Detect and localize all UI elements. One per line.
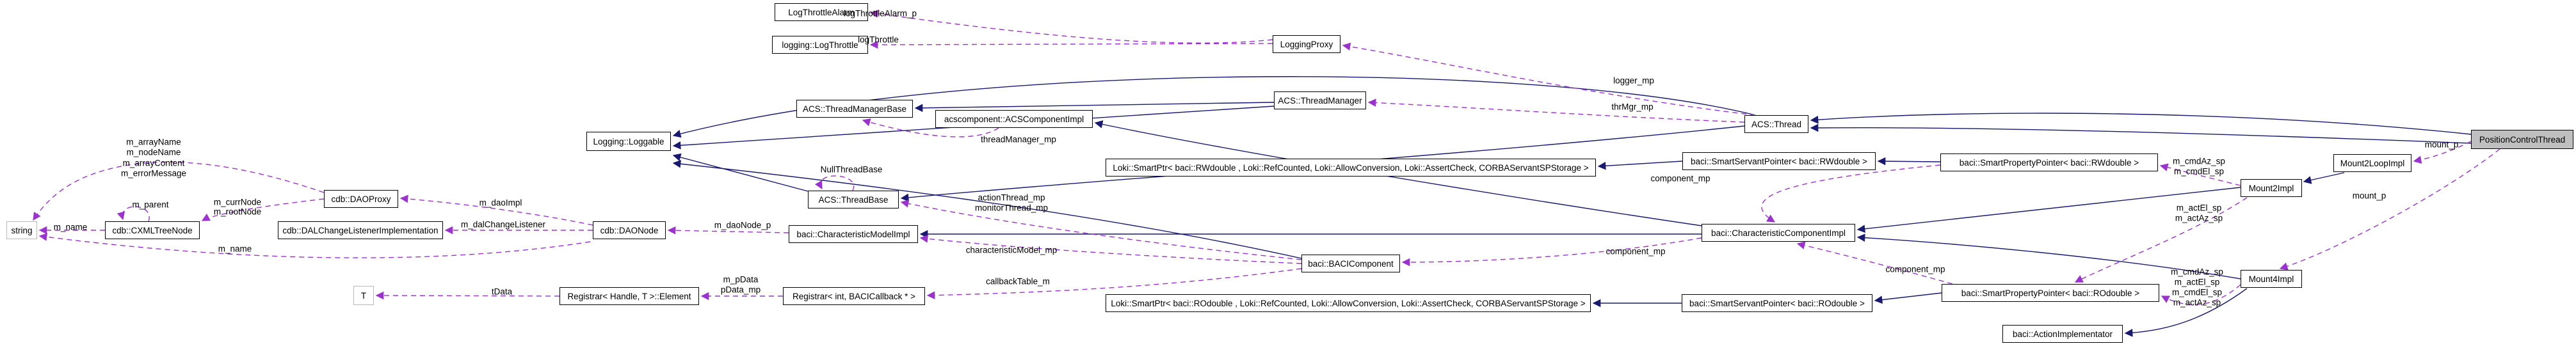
edge-acscomponentimpl-to-threadmanagerbase (862, 118, 999, 138)
class-node-ssp-rw[interactable]: baci::SmartServantPointer< baci::RWdoubl… (1682, 152, 1876, 170)
class-node-mount2loopimpl[interactable]: Mount2LoopImpl (2333, 154, 2411, 172)
class-node-actionimplementator[interactable]: baci::ActionImplementator (2002, 325, 2123, 343)
class-node-acscomponentimpl[interactable]: acscomponent::ACSComponentImpl (935, 110, 1093, 128)
edge-daoproxy-to-cxmltreenode (201, 198, 325, 221)
edge-mount2impl-to-characteristiccomponentimpl (1856, 187, 2241, 233)
class-node-characteristicmodelimpl[interactable]: baci::CharacteristicModelImpl (789, 225, 918, 243)
class-node-daoproxy[interactable]: cdb::DAOProxy (324, 190, 398, 208)
class-node-loggable[interactable]: Logging::Loggable (586, 132, 671, 151)
edge-spp-ro-to-characteristiccomponentimpl (1796, 241, 1953, 285)
class-node-t[interactable]: T (353, 286, 374, 305)
class-node-threadmanager[interactable]: ACS::ThreadManager (1274, 91, 1366, 109)
class-node-acsthread[interactable]: ACS::Thread (1744, 115, 1808, 133)
edge-bacicomponent-to-registrar-bacicallback (926, 268, 1302, 299)
edge-bacicomponent-to-loggable (672, 159, 1302, 259)
edge-threadbase-to-threadbase (815, 175, 855, 191)
class-node-registrar-bacicallback[interactable]: Registrar< int, BACICallback * > (783, 287, 925, 305)
edge-daoproxy-to-string (33, 161, 325, 221)
class-node-bacicomponent[interactable]: baci::BACIComponent (1301, 255, 1400, 272)
edge-threadbase-to-loggable (672, 153, 809, 192)
edge-mount2impl-to-spp-ro (2074, 197, 2248, 283)
class-node-loki-ro[interactable]: Loki::SmartPtr< baci::ROdouble , Loki::R… (1106, 294, 1591, 312)
edge-acsthread-to-threadmanager (1367, 98, 1745, 123)
edge-cxmltreenode-to-cxmltreenode (117, 206, 150, 222)
class-node-cxmltreenode[interactable]: cdb::CXMLTreeNode (105, 221, 200, 239)
class-node-logthrottle[interactable]: logging::LogThrottle (772, 36, 868, 54)
edge-loggingproxy-to-logthrottlealarm (869, 10, 1273, 43)
edge-bacicomponent-to-threadbase (900, 200, 1302, 260)
class-node-ssp-ro[interactable]: baci::SmartServantPointer< baci::ROdoubl… (1682, 294, 1872, 312)
edge-characteristicmodelimpl-to-daonode (667, 226, 789, 235)
class-node-characteristiccomponentimpl[interactable]: baci::CharacteristicComponentImpl (1702, 224, 1855, 242)
edge-daonode-to-daoproxy (399, 194, 593, 226)
class-node-registrar-element[interactable]: Registrar< Handle, T >::Element (559, 287, 699, 305)
class-node-loki-rw[interactable]: Loki::SmartPtr< baci::RWdouble , Loki::R… (1106, 159, 1596, 177)
edge-positioncontrolthread-to-mount2loopimpl (2413, 141, 2472, 164)
class-node-spp-ro[interactable]: baci::SmartPropertyPointer< baci::ROdoub… (1942, 284, 2159, 302)
edge-mount4impl-to-actionimplementator (2124, 288, 2248, 337)
edge-registrar-element-to-t (375, 291, 560, 300)
edge-spp-rw-to-ssp-rw (1877, 157, 1941, 166)
class-node-threadbase[interactable]: ACS::ThreadBase (808, 191, 899, 208)
class-node-spp-rw[interactable]: baci::SmartPropertyPointer< baci::RWdoub… (1940, 153, 2158, 171)
class-node-mount2impl[interactable]: Mount2Impl (2241, 179, 2302, 197)
edge-positioncontrolthread-to-acsthread (1810, 113, 2472, 135)
class-node-loggingproxy[interactable]: LoggingProxy (1273, 35, 1340, 53)
edge-positioncontrolthread-to-acsthread (1810, 123, 2472, 144)
edge-mount2impl-to-spp-rw (2159, 163, 2241, 186)
class-node-dalchangelistener[interactable]: cdb::DALChangeListenerImplementation (278, 221, 443, 239)
class-node-threadmanagerbase[interactable]: ACS::ThreadManagerBase (796, 100, 913, 118)
edge-loggingproxy-to-logthrottle (869, 40, 1273, 49)
edge-spp-rw-to-characteristiccomponentimpl (1761, 164, 1941, 223)
edge-mount4impl-to-characteristiccomponentimpl (1856, 233, 2241, 279)
edge-acsthread-to-loggingproxy (1342, 42, 1756, 116)
class-node-string[interactable]: string (6, 221, 37, 239)
class-node-mount4impl[interactable]: Mount4Impl (2241, 270, 2302, 288)
edge-threadmanager-to-threadmanagerbase (914, 102, 1275, 113)
edge-positioncontrolthread-to-mount4impl (2279, 148, 2500, 271)
class-node-positioncontrolthread[interactable]: PositionControlThread (2471, 130, 2573, 149)
edge-mount4impl-to-spp-ro (2161, 284, 2241, 305)
class-node-daonode[interactable]: cdb::DAONode (593, 221, 666, 239)
edge-ssp-rw-to-loki-rw (1597, 161, 1683, 170)
edge-spp-ro-to-ssp-ro (1874, 292, 1942, 304)
edge-bacicomponent-to-characteristicmodelimpl (919, 235, 1302, 264)
edge-mount2loopimpl-to-mount2impl (2303, 172, 2345, 184)
class-node-logthrottlealarm[interactable]: LogThrottleAlarm (775, 3, 868, 21)
edge-characteristiccomponentimpl-to-bacicomponent (1401, 237, 1702, 267)
edge-daonode-to-string (38, 233, 591, 258)
